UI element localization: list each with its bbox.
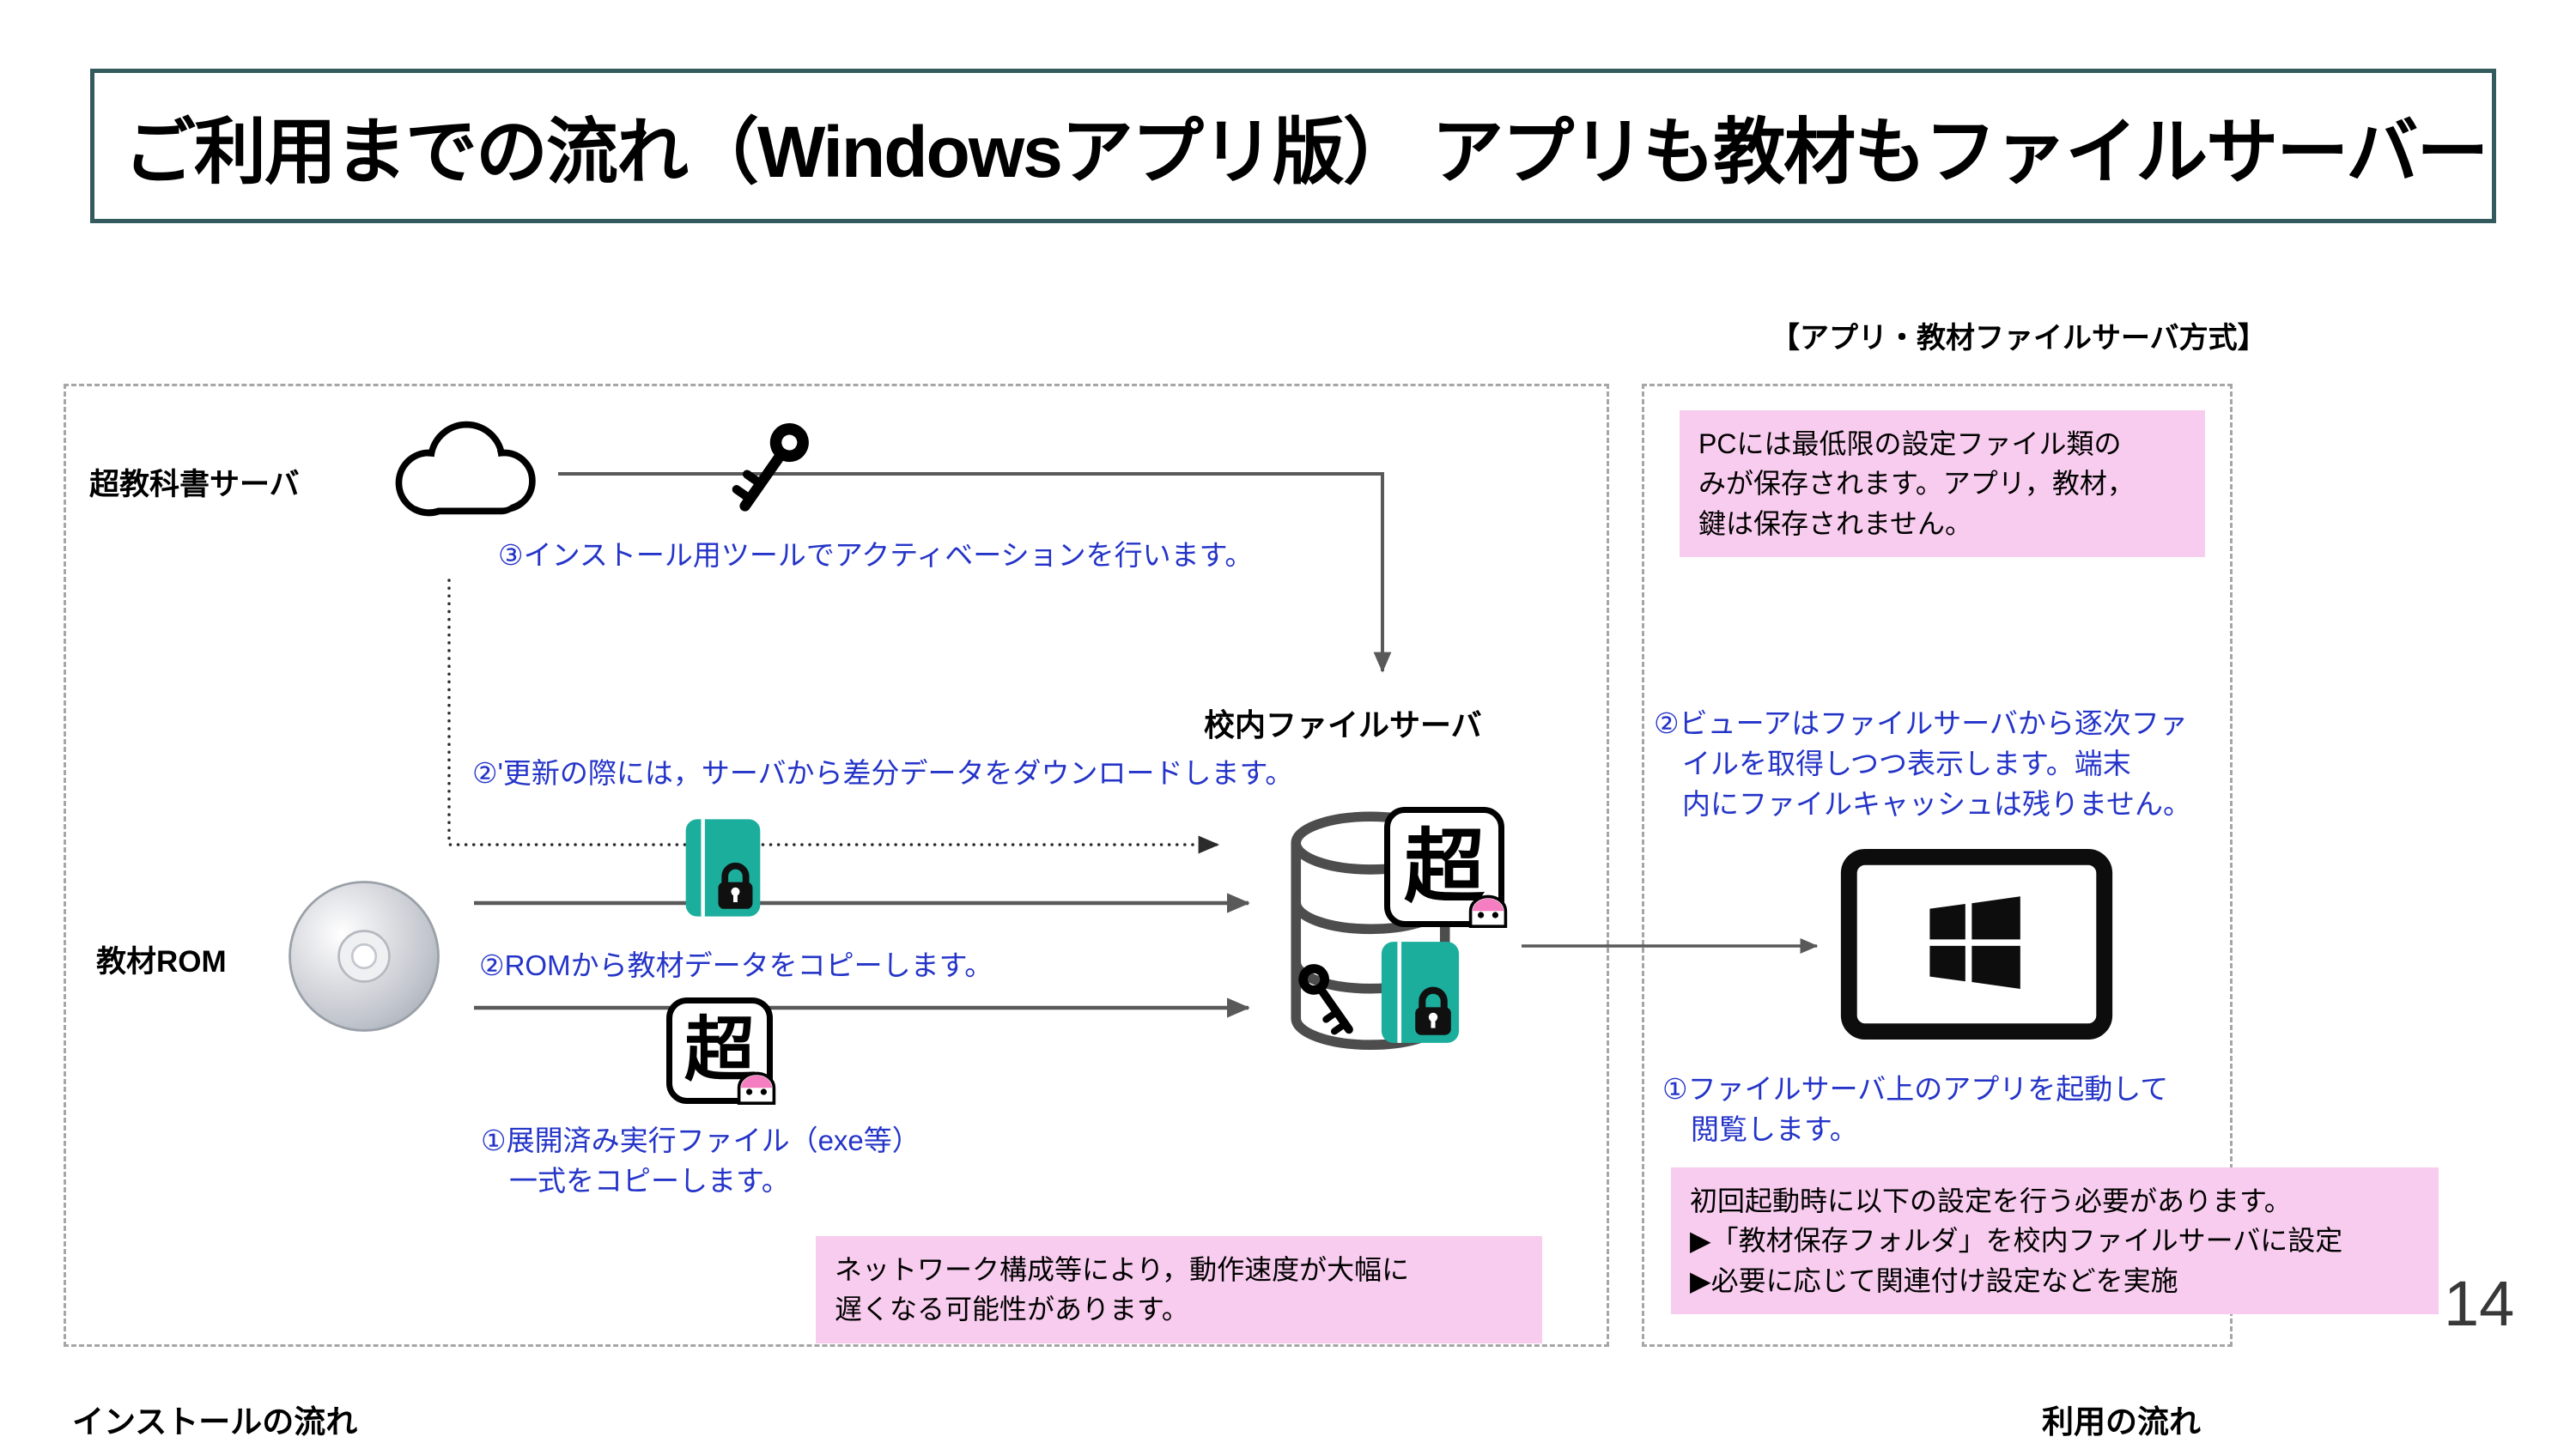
step1-copy-exe-text: ①展開済み実行ファイル（exe等） 一式をコピーします。 (481, 1125, 920, 1197)
slide-title-box: ご利用までの流れ（Windowsアプリ版） アプリも教材もファイルサーバー (90, 69, 2496, 223)
rom-label: 教材ROM (96, 945, 227, 979)
first-launch-settings-note: 初回起動時に以下の設定を行う必要があります。 ▶「教材保存フォルダ」を校内ファイ… (1671, 1167, 2439, 1315)
locked-book-icon (1376, 927, 1465, 1058)
locked-book-icon (680, 809, 766, 927)
cho-app-icon: 超 (1384, 807, 1508, 928)
cho-app-icon-glyph: 超 (683, 1011, 755, 1089)
windows-tablet-icon (1839, 846, 2114, 1042)
install-flow-caption: インストールの流れ (72, 1404, 358, 1440)
step3-activation-text: ③インストール用ツールでアクティベーションを行います。 (498, 539, 1254, 571)
usage-flow-caption: 利用の流れ (2042, 1404, 2201, 1440)
cloud-server-label: 超教科書サーバ (89, 468, 300, 501)
usage-flow-area (1642, 384, 2233, 1347)
page-number: 14 (2444, 1268, 2515, 1339)
method-label: 【アプリ・教材ファイルサーバ方式】 (1771, 322, 2267, 355)
cho-mascot-face-icon (737, 1071, 776, 1105)
step2-copy-rom-text: ②ROMから教材データをコピーします。 (479, 949, 993, 981)
pc-storage-note: PCには最低限の設定ファイル類の みが保存されます。アプリ，教材， 鍵は保存され… (1680, 410, 2205, 558)
step2-viewer-text: ②ビューアはファイルサーバから逐次ファ イルを取得しつつ表示します。端末 内にフ… (1654, 707, 2192, 820)
step1-launch-text: ①ファイルサーバ上のアプリを起動して 閲覧します。 (1662, 1073, 2169, 1145)
windows-logo-icon (1929, 896, 2020, 989)
cho-mascot-face-icon (1468, 894, 1508, 928)
cho-app-icon-glyph: 超 (1403, 822, 1485, 912)
cho-app-icon: 超 (666, 997, 776, 1105)
key-icon (1281, 949, 1376, 1051)
slide-title: ご利用までの流れ（Windowsアプリ版） アプリも教材もファイルサーバー (124, 111, 2488, 192)
cd-rom-icon (285, 877, 443, 1035)
network-warning-note: ネットワーク構成等により，動作速度が大幅に 遅くなる可能性があります。 (816, 1236, 1542, 1343)
file-server-label: 校内ファイルサーバ (1204, 707, 1482, 743)
step2b-update-text: ②'更新の際には，サーバから差分データをダウンロードします。 (472, 757, 1294, 789)
cloud-icon (374, 407, 553, 529)
install-flow-area (64, 384, 1609, 1347)
